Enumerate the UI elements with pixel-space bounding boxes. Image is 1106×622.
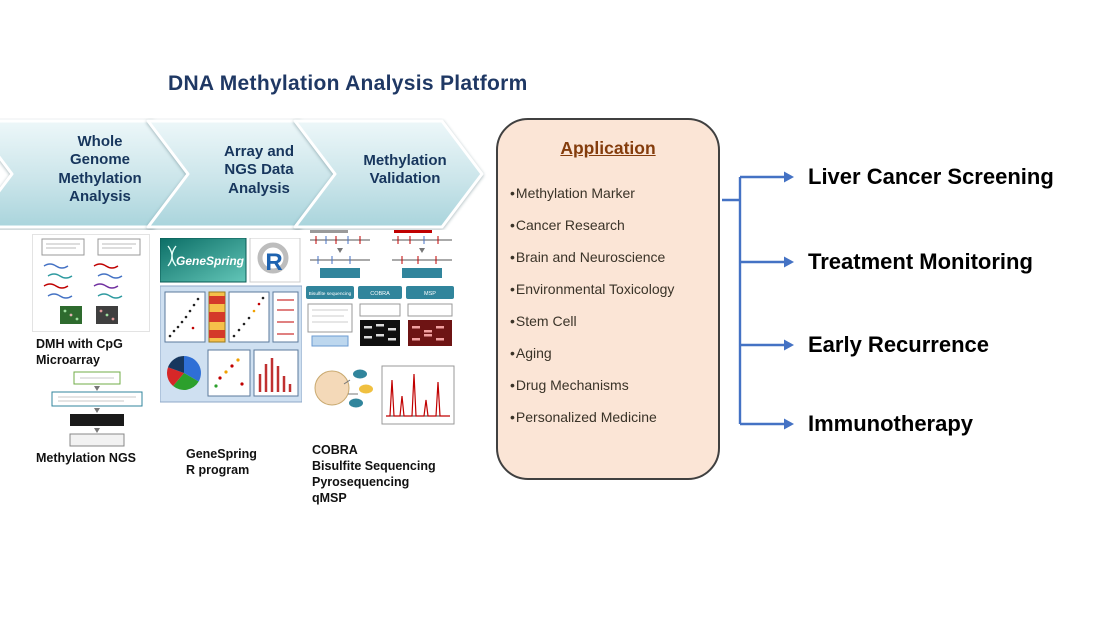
pipeline-step-array-ngs-label: Array and NGS Data Analysis — [223, 143, 295, 197]
genespring-logo-text: GeneSpring — [176, 254, 245, 268]
outcome-label-liver-cancer-screening: Liver Cancer Screening — [808, 164, 1054, 189]
application-list: Methylation Marker Cancer Research Brain… — [510, 183, 718, 427]
pie-chart-thumbnail — [166, 356, 201, 390]
application-item-brain-neuroscience: Brain and Neuroscience — [510, 247, 718, 267]
pipeline-chevrons — [0, 119, 484, 229]
heatmap-thumbnail — [208, 291, 226, 343]
outcome-bracket-arrows — [722, 171, 794, 430]
application-box: Application Methylation Marker Cancer Re… — [496, 118, 720, 480]
application-item-stem-cell: Stem Cell — [510, 311, 718, 331]
application-item-cancer-research: Cancer Research — [510, 215, 718, 235]
dna-squiggles — [43, 263, 123, 299]
validation-methods-image: Bisulfite sequencing COBRA MSP — [306, 230, 455, 425]
chevron-step-3 — [293, 119, 484, 229]
application-item-personalized-medicine: Personalized Medicine — [510, 407, 718, 427]
pyrosequencing-enzyme-diagram — [314, 369, 373, 408]
microarray-chips — [60, 306, 118, 324]
unmethylated-sequence-diagram — [310, 230, 370, 278]
application-item-drug-mechanisms: Drug Mechanisms — [510, 375, 718, 395]
pipeline-step-whole-genome-label: Whole Genome Methylation Analysis — [58, 133, 142, 205]
outcome-label-treatment-monitoring: Treatment Monitoring — [808, 249, 1033, 274]
application-title: Application — [560, 138, 656, 158]
application-item-environmental-toxicology: Environmental Toxicology — [510, 279, 718, 299]
pyrogram-trace-image — [381, 365, 455, 425]
cobra-gel-image — [359, 303, 401, 346]
outcome-label-early-recurrence: Early Recurrence — [808, 332, 989, 357]
methylation-ngs-caption: Methylation NGS — [36, 451, 137, 465]
scatter-plot-thumbnail — [164, 291, 206, 343]
r-logo-letter: R — [265, 249, 282, 276]
method-label-cobra: COBRA — [370, 291, 390, 297]
microarray-caption: DMH with CpG Microarray — [36, 337, 123, 367]
scatter-plot-thumbnail-2 — [228, 291, 270, 343]
pipeline-step-validation-label: Methylation Validation — [363, 152, 447, 188]
methylation-ngs-flowchart-image — [51, 371, 143, 447]
outcome-label-immunotherapy: Immunotherapy — [808, 411, 974, 436]
histogram-thumbnail — [253, 349, 299, 397]
genespring-logo: GeneSpring — [160, 238, 247, 283]
genespring-screenshot-image: GeneSpring R — [160, 238, 302, 403]
application-item-aging: Aging — [510, 343, 718, 363]
method-label-msp: MSP — [424, 291, 436, 297]
application-item-methylation-marker: Methylation Marker — [510, 183, 718, 203]
method-label-bisulfite-sequencing: Bisulfite sequencing — [309, 291, 352, 297]
page-title: DNA Methylation Analysis Platform — [168, 72, 528, 95]
methylated-sequence-diagram — [392, 230, 452, 278]
microarray-diagram-image — [32, 234, 150, 332]
r-logo: R — [249, 238, 301, 283]
bisulfite-sequencing-column — [307, 303, 353, 347]
validation-caption: COBRA Bisulfite Sequencing Pyrosequencin… — [312, 443, 436, 505]
genespring-caption: GeneSpring R program — [186, 447, 257, 477]
band-plot-thumbnail — [272, 291, 299, 343]
dot-plot-thumbnail — [207, 349, 251, 397]
msp-gel-image — [407, 303, 453, 346]
